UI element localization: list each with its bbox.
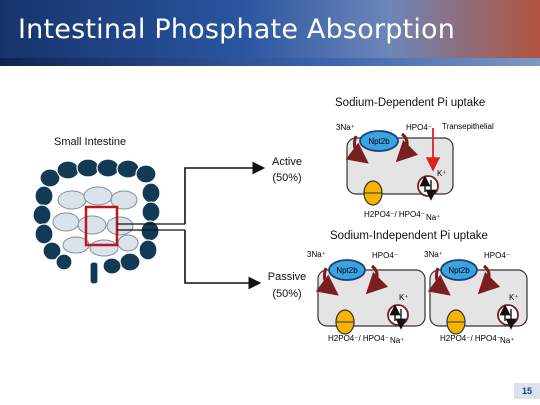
sd-k-label: K⁺: [437, 169, 447, 178]
si1-hpo4-label: HPO4⁻: [372, 251, 398, 260]
sodium-independent-cell-1: 3Na⁺ HPO4⁻ Npt2b K⁺ Na⁺ H2PO4⁻/ HPO4⁻: [307, 250, 426, 345]
si2-na-out-label: Na⁺: [500, 336, 514, 345]
highlight-box: [84, 205, 119, 247]
si2-basolateral-label: H2PO4⁻/ HPO4⁻: [440, 334, 501, 343]
intestine-illustration: [32, 158, 185, 285]
colon-segments: [32, 158, 161, 285]
si1-na-label: 3Na⁺: [307, 250, 326, 259]
si2-na-label: 3Na⁺: [424, 250, 443, 259]
si2-hpo4-label: HPO4⁻: [484, 251, 510, 260]
sd-hpo4-label: HPO4⁻: [406, 123, 432, 132]
sd-basolateral-label: H2PO4⁻/ HPO4⁻: [364, 210, 425, 219]
si1-k-label: K⁺: [399, 293, 409, 302]
active-label: Active: [272, 156, 302, 168]
passive-percent-label: (50%): [272, 288, 302, 300]
sodium-dependent-cell: 3Na⁺ HPO4⁻ Transepithelial Npt2b K⁺ Na⁺ …: [336, 122, 494, 222]
sodium-independent-title: Sodium-Independent Pi uptake: [330, 230, 488, 242]
page-number: 15: [514, 383, 540, 399]
active-percent-label: (50%): [272, 172, 302, 184]
branch-arrows: [184, 161, 266, 290]
sd-na-label: 3Na⁺: [336, 123, 355, 132]
sodium-dependent-title: Sodium-Dependent Pi uptake: [335, 97, 486, 109]
si1-npt2b-label: Npt2b: [336, 266, 358, 275]
si1-basolateral-label: H2PO4⁻/ HPO4⁻: [328, 334, 389, 343]
sd-npt2b-label: Npt2b: [368, 137, 390, 146]
sodium-independent-cell-2: 3Na⁺ HPO4⁻ Npt2b K⁺ Na⁺ H2PO4⁻/ HPO4⁻: [424, 250, 528, 345]
si2-k-label: K⁺: [509, 293, 519, 302]
passive-label: Passive: [267, 271, 307, 283]
si2-npt2b-label: Npt2b: [448, 266, 470, 275]
si1-na-out-label: Na⁺: [390, 336, 404, 345]
sd-transepithelial-label: Transepithelial: [442, 122, 494, 131]
small-intestine-label: Small Intestine: [54, 136, 127, 148]
slide-title: Intestinal Phosphate Absorption: [18, 14, 456, 45]
title-banner: Intestinal Phosphate Absorption: [0, 0, 540, 66]
sd-na-out-label: Na⁺: [426, 213, 440, 222]
